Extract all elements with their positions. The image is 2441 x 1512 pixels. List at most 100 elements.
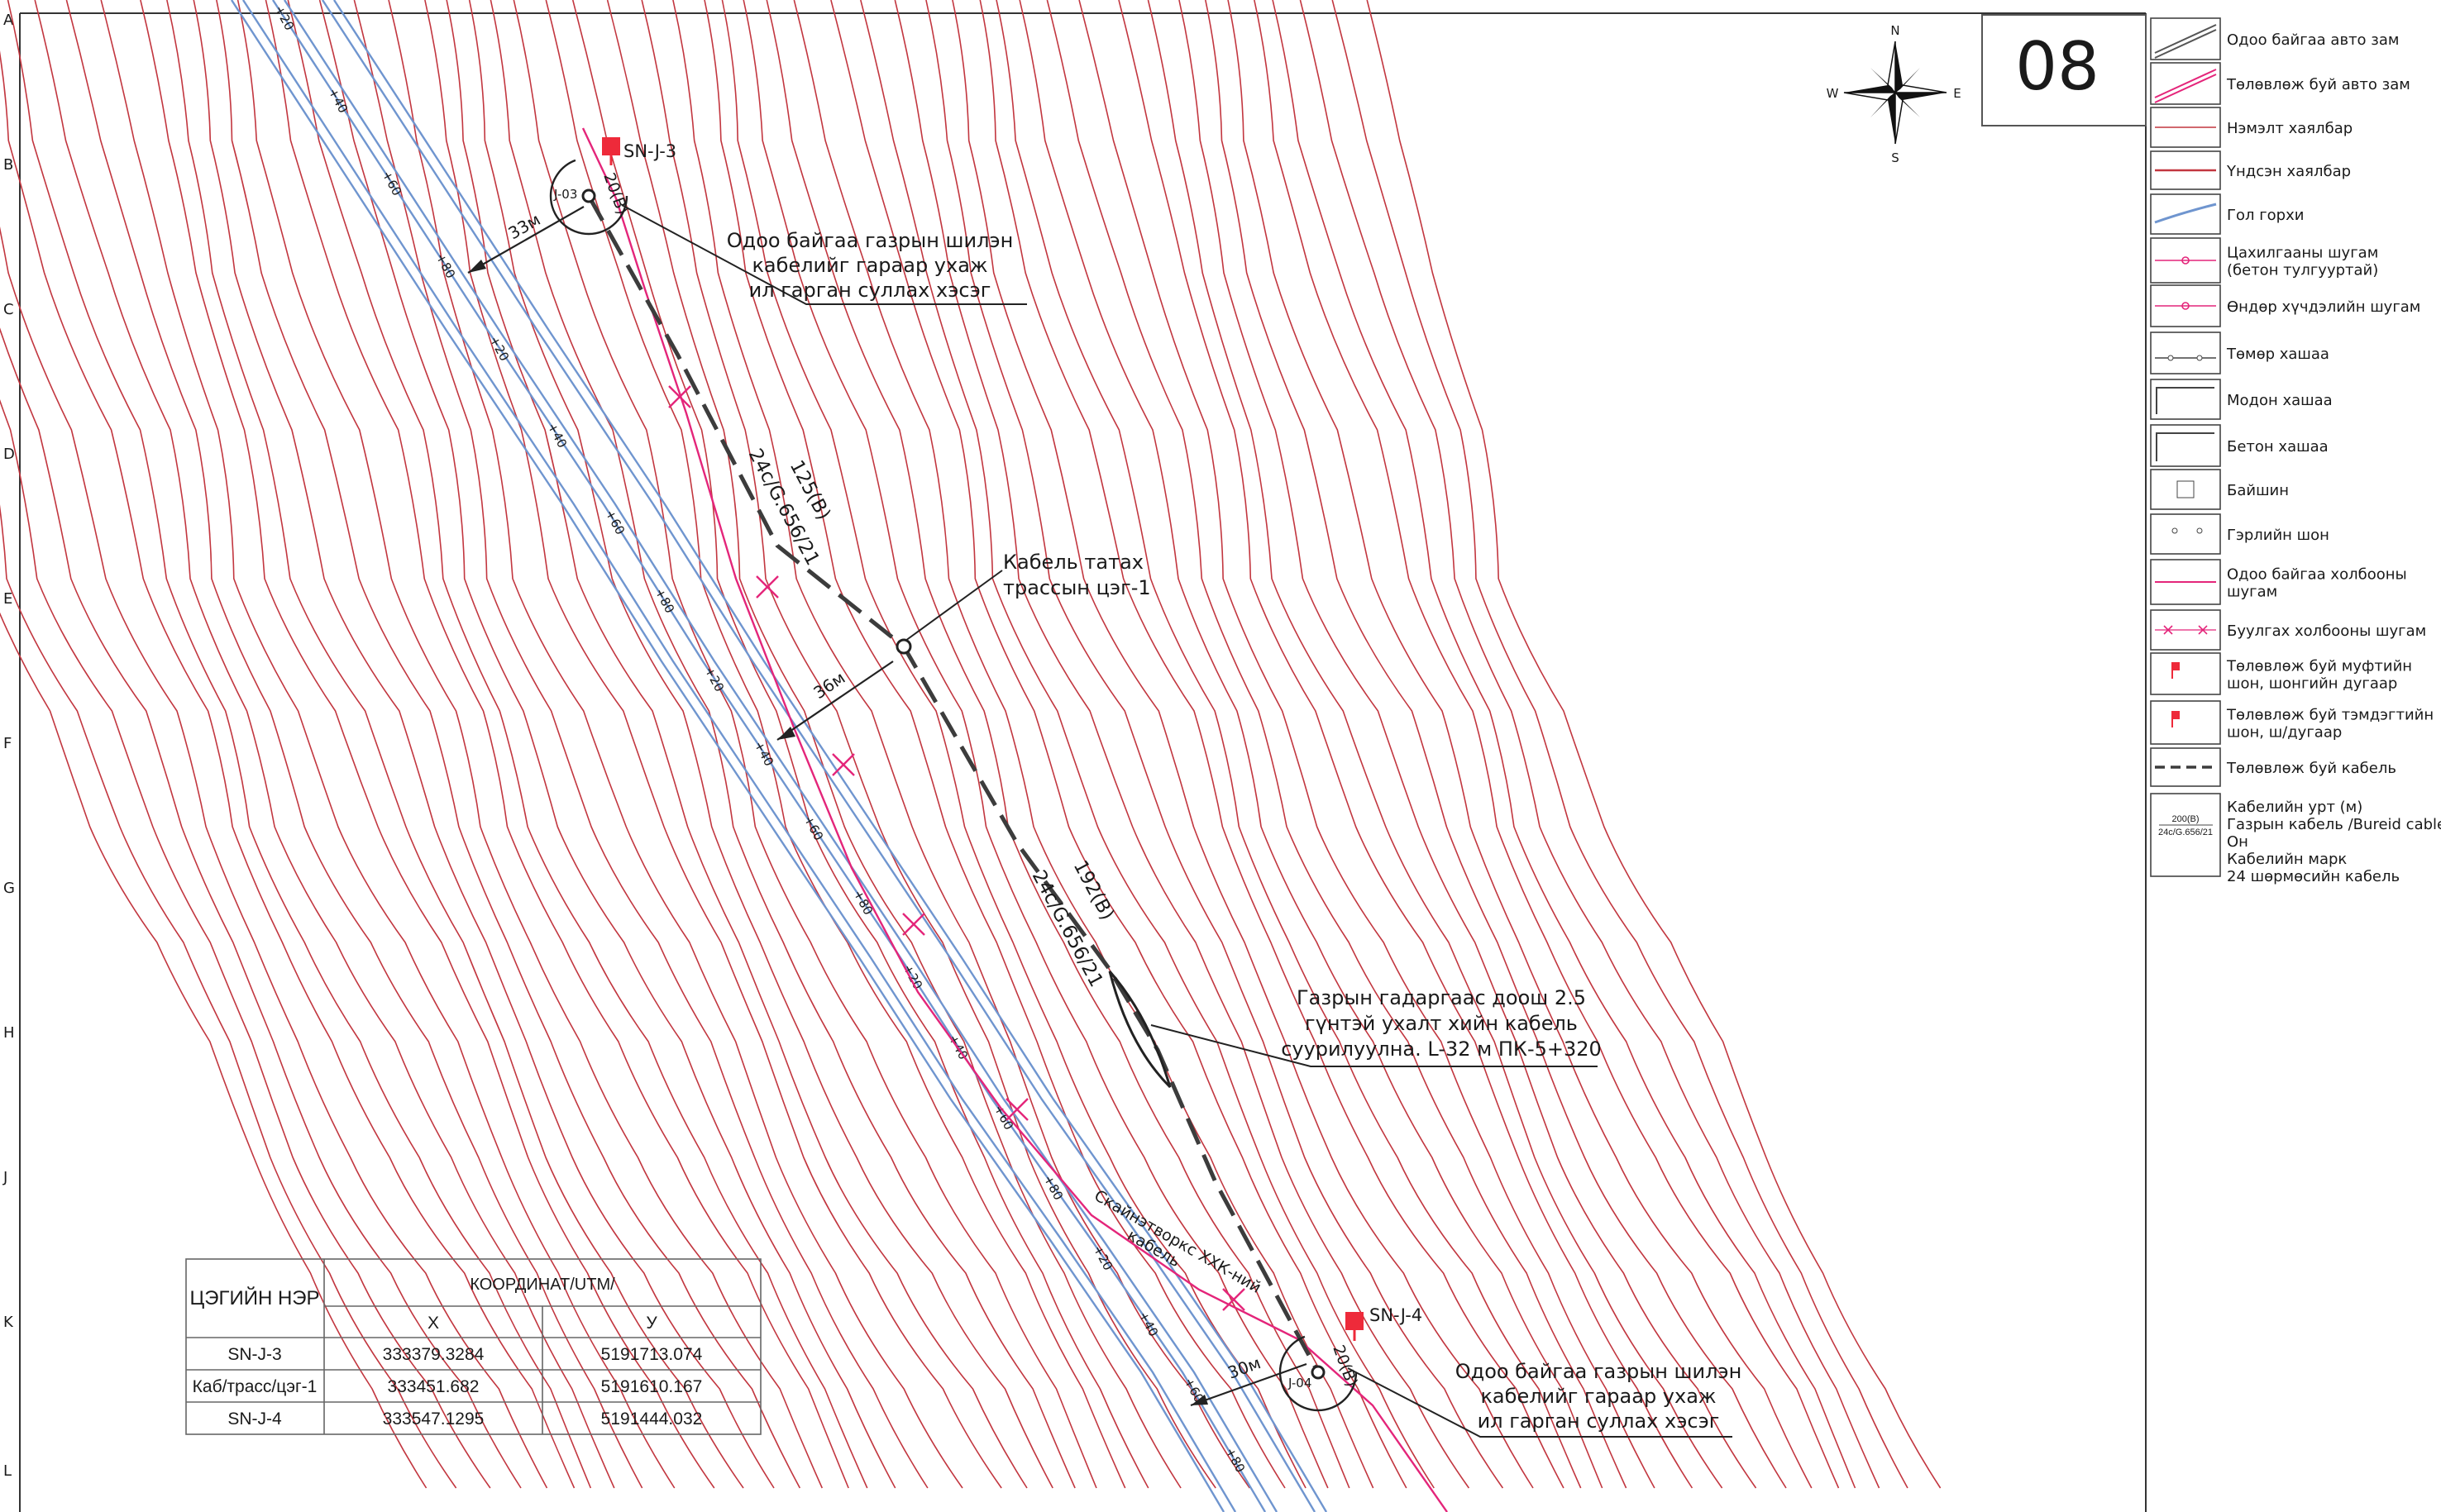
note-drill-1: Газрын гадаргаас доош 2.5 [1297,986,1586,1009]
grid-row-letter: H [3,1024,15,1042]
note-bottom-1: Одоо байгаа газрын шилэн [1455,1360,1742,1383]
legend-fence-icon [2156,387,2214,414]
legend-label: Байшин [2227,482,2289,499]
contour-line [216,0,801,1489]
legend-lamp-icon [2196,527,2203,534]
legend-swatch-iron_fence [2150,331,2221,374]
legend-building-icon [2176,480,2195,498]
contour-line [490,0,1076,1489]
grid-row-letter: F [3,735,12,752]
legend-swatch-concrete_fence [2150,424,2221,467]
legend-label: Бетон хашаа [2227,438,2329,456]
contour-line [7,0,592,1489]
grid-row-letter: D [3,446,15,463]
legend-swatch-planned_splice [2150,652,2221,695]
table-cell-y: 5191713.074 [601,1345,703,1364]
legend-flag-icon [2171,662,2180,670]
note-mid-1: Кабель татах [1003,551,1144,574]
contour-line [265,0,849,1489]
contour-lines [0,0,1942,1489]
legend-label: шугам [2227,584,2277,601]
legend-label: Төмөр хашаа [2226,346,2329,363]
legend-label: шон, шонгийн дугаар [2227,675,2397,693]
contour-line [1046,0,1627,1489]
contour-line [830,0,1407,1489]
legend-label: Гэрлийн шон [2227,527,2329,544]
j03-label: J-03 [553,187,577,202]
contour-line [318,0,896,1489]
existing-road [230,0,1328,1512]
contour-line [1147,0,1723,1489]
legend-label: Модон хашаа [2227,392,2333,409]
x-mark [1006,1098,1029,1121]
contour-line [1019,0,1603,1489]
x-mark [1222,1288,1245,1311]
contour-line [721,0,1306,1489]
contour-line [704,0,1286,1489]
legend-lamp-icon [2171,527,2178,534]
compass-e: E [1953,86,1961,101]
sn-j4-label: SN-J-4 [1369,1305,1422,1325]
legend-label: Кабелийн марк [2227,851,2347,868]
contour-line [766,0,1350,1489]
callout-leaders [621,204,1732,1438]
legend-road-icon [2154,29,2217,59]
contour-line [860,0,1435,1489]
legend-label: Гол горхи [2227,207,2304,224]
contour-line [287,0,868,1489]
sn-j3-label: SN-J-3 [623,141,676,161]
legend-label: Газрын кабель /Bureid cable/ [2227,816,2441,833]
table-col-coord: КООРДИНАТ/UTM/ [470,1276,615,1294]
contour-line [0,327,522,1489]
contour-line [1178,0,1757,1489]
note-bottom-2: кабелийг гараар ухаж [1480,1385,1716,1408]
contour-line [793,0,1374,1489]
legend-sample-length: 200(B) [2171,814,2199,824]
legend-label: Өндөр хүчдэлийн шугам [2227,298,2420,316]
coordinate-table [185,1258,762,1435]
legend-label: Төлөвлөж буй тэмдэгтийн [2226,707,2434,724]
contour-line [641,0,1216,1489]
contour-line [1227,0,1813,1489]
contour-line [1118,0,1693,1489]
contour-line [424,0,1002,1489]
table-cell-name: SN-J-4 [227,1409,282,1429]
grid-row-letter: J [2,1169,7,1186]
note-top-3: ил гарган суллах хэсэг [749,279,991,302]
legend-road-icon [2154,69,2217,98]
legend-label: Үндсэн хаялбар [2226,163,2351,180]
legend-label: Одоо байгаа холбооны [2227,566,2407,584]
contour-line [0,226,548,1489]
road-edge [271,0,1267,1512]
legend-label: Буулгах холбооны шугам [2227,622,2426,640]
dismantle-marks [668,385,1245,1311]
contour-line [65,0,643,1489]
table-col-name: ЦЭГИЙН НЭР [189,1286,319,1309]
legend-road-icon [2154,74,2217,103]
legend-label: Цахилгааны шугам [2227,245,2378,262]
legend-label: Нэмэлт хаялбар [2227,120,2353,137]
legend-label: Төлөвлөж буй кабель [2226,760,2396,777]
legend-river-icon [2154,203,2217,224]
road-edge [283,0,1278,1512]
contour-line [1205,0,1787,1489]
x-mark [902,913,925,936]
road-edge [230,0,1225,1512]
legend-swatch-wood_fence [2150,379,2221,420]
table-cell-x: 333451.682 [388,1377,480,1396]
legend-flag-icon [2171,711,2180,719]
contour-line [1331,0,1908,1489]
legend-swatch-planned_marker [2150,700,2221,745]
table-cell-x: 333547.1295 [383,1409,485,1429]
note-top-1: Одоо байгаа газрын шилэн [727,229,1014,252]
contour-line [140,0,715,1489]
contour-line [446,0,1028,1489]
contour-line [0,612,428,1489]
grid-row-letter: E [3,590,12,608]
legend-label: шон, ш/дугаар [2227,724,2342,742]
legend-x-icon [2163,625,2173,635]
legend-sample-mark: 24c/G.656/21 [2158,828,2213,837]
grid-row-letter: B [3,156,13,174]
